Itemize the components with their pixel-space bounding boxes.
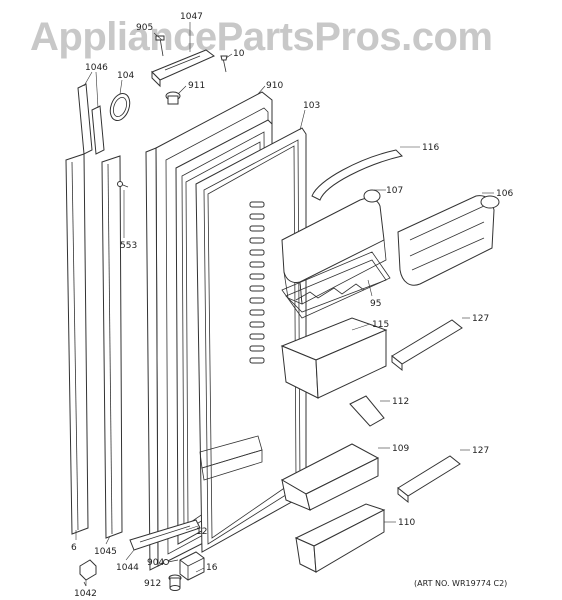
callout-104: 104 bbox=[117, 71, 134, 81]
bushing-part-912 bbox=[168, 574, 182, 591]
callout-910: 910 bbox=[266, 81, 283, 91]
door-bin-part-110 bbox=[294, 503, 386, 573]
leader-lines bbox=[75, 22, 494, 586]
clip-part-553 bbox=[117, 181, 129, 188]
art-number: (ART NO. WR19774 C2) bbox=[414, 579, 507, 588]
trim-strip-part-1046 bbox=[77, 83, 105, 155]
callout-905: 905 bbox=[136, 23, 153, 33]
callout-103: 103 bbox=[303, 101, 320, 111]
callout-1045: 1045 bbox=[94, 547, 117, 557]
callout-116: 116 bbox=[422, 143, 439, 153]
callout-112: 112 bbox=[392, 397, 409, 407]
bin-trim-part-127b bbox=[397, 455, 461, 504]
wire-rack-part-95 bbox=[281, 251, 391, 319]
callout-1042: 1042 bbox=[74, 589, 97, 599]
liner-ribs bbox=[249, 201, 265, 364]
callout-127-lower: 127 bbox=[472, 446, 489, 456]
callout-106: 106 bbox=[496, 189, 513, 199]
callout-109: 109 bbox=[392, 444, 409, 454]
callout-labels: 905 1047 10 1046 104 911 910 103 116 107… bbox=[71, 12, 513, 599]
callout-6: 6 bbox=[71, 543, 77, 553]
bushing-part-911 bbox=[165, 91, 181, 105]
callout-1044: 1044 bbox=[116, 563, 139, 573]
callout-1046: 1046 bbox=[85, 63, 108, 73]
bottom-hinge-part-1044 bbox=[129, 519, 201, 551]
door-bin-part-109 bbox=[280, 443, 380, 511]
cap-part-104 bbox=[109, 92, 131, 122]
callout-95: 95 bbox=[370, 299, 381, 309]
trim-strip-part-6 bbox=[65, 153, 89, 535]
dairy-cover-part-107 bbox=[281, 189, 387, 305]
callout-107: 107 bbox=[386, 186, 403, 196]
callout-110: 110 bbox=[398, 518, 415, 528]
cap-part-1042 bbox=[79, 559, 97, 587]
screw-part-904 bbox=[163, 559, 179, 565]
watermark: AppliancePartsPros.com bbox=[30, 15, 493, 59]
liner-bottom-shelf bbox=[199, 435, 263, 481]
callout-115: 115 bbox=[372, 320, 389, 330]
door-bin-part-115 bbox=[280, 317, 388, 399]
callout-904: 904 bbox=[147, 558, 164, 568]
closer-part-16 bbox=[179, 551, 205, 581]
callout-10: 10 bbox=[233, 49, 245, 59]
callout-127-upper: 127 bbox=[472, 314, 489, 324]
callout-553: 553 bbox=[120, 241, 137, 251]
trim-strip-part-1045 bbox=[101, 155, 123, 539]
crisper-cover-part-106 bbox=[397, 195, 500, 286]
callout-12: 12 bbox=[196, 527, 207, 537]
screw-part-10 bbox=[220, 55, 228, 73]
callout-912: 912 bbox=[144, 579, 161, 589]
bin-clip-part-112 bbox=[349, 395, 385, 427]
callout-911: 911 bbox=[188, 81, 205, 91]
bin-trim-part-127a bbox=[391, 319, 463, 372]
handle-part-116 bbox=[311, 149, 403, 201]
hinge-bracket-part bbox=[151, 49, 215, 88]
callout-16: 16 bbox=[206, 563, 218, 573]
callout-1047: 1047 bbox=[180, 12, 203, 22]
